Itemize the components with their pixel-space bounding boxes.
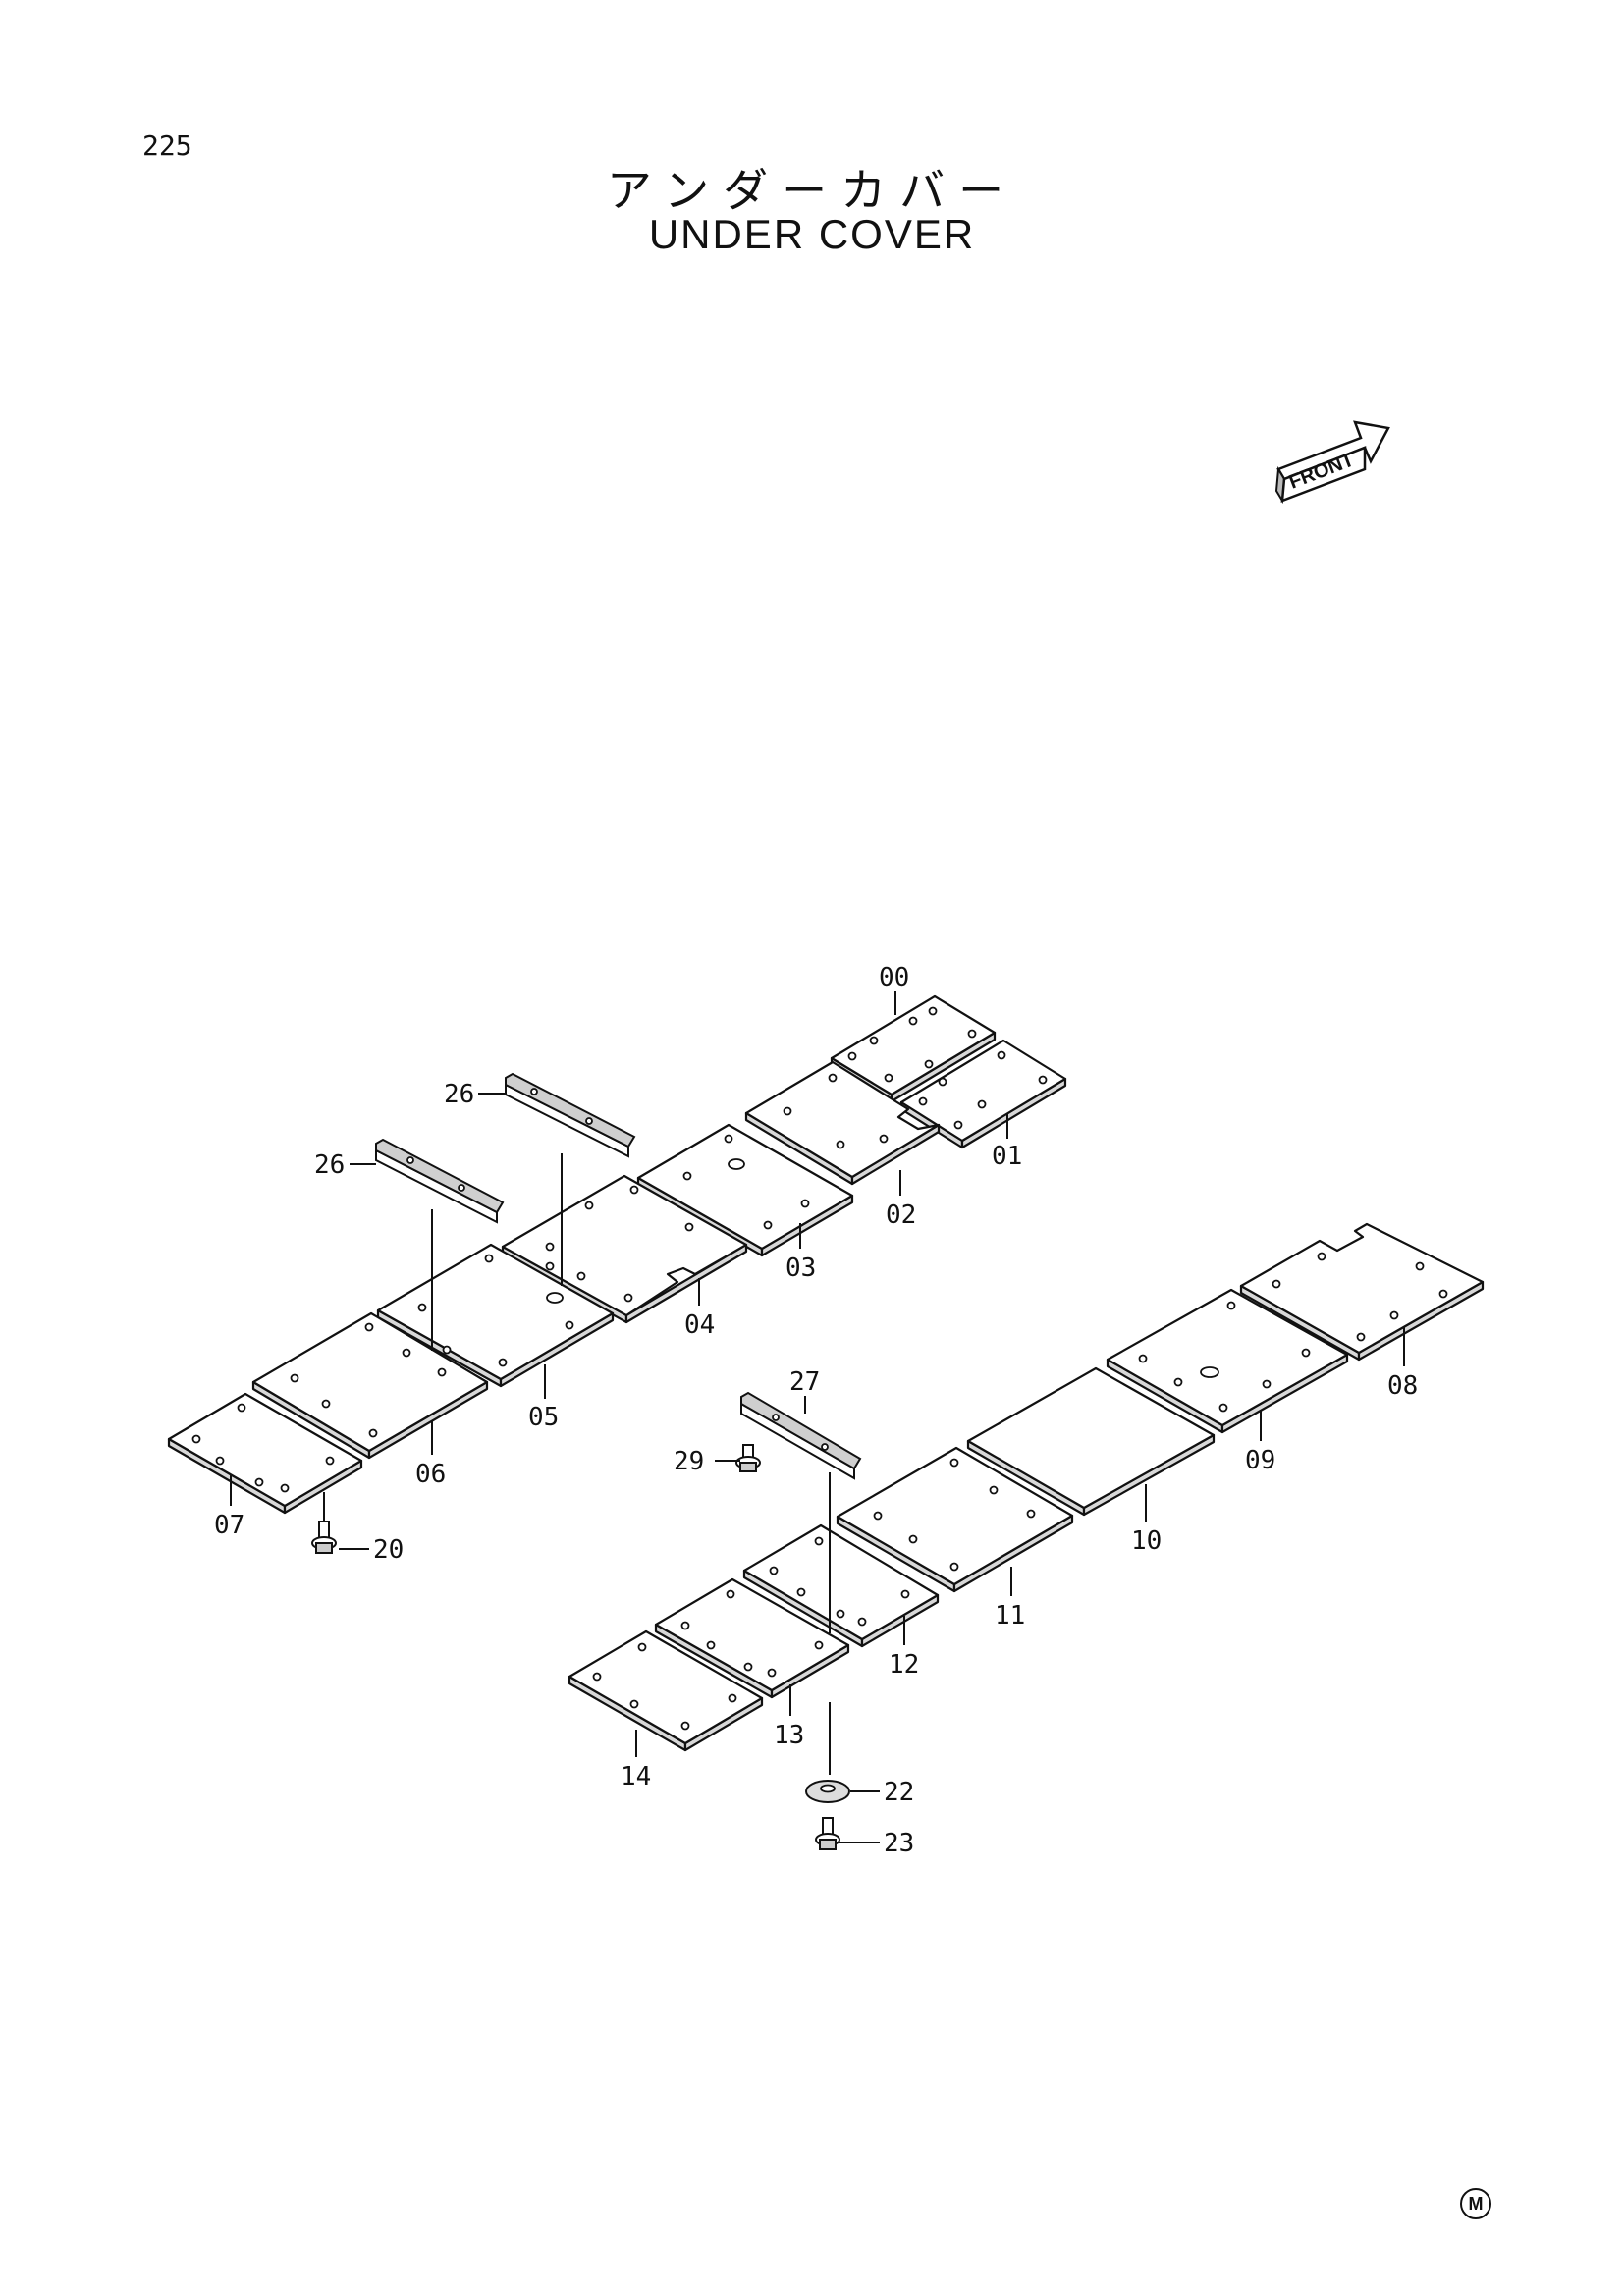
- callout-09: 09: [1245, 1446, 1275, 1475]
- bolt-20-icon: [311, 1492, 337, 1554]
- callout-26-lower: 26: [314, 1150, 345, 1180]
- plate-13: [654, 1577, 850, 1699]
- rail-26-lower: [375, 1138, 505, 1224]
- callout-06: 06: [415, 1460, 446, 1489]
- callout-03: 03: [785, 1254, 816, 1283]
- callout-02: 02: [886, 1201, 916, 1230]
- callout-07: 07: [214, 1511, 244, 1540]
- plate-03: [636, 1123, 854, 1257]
- bolt-29-icon: [735, 1444, 761, 1472]
- rail-26-upper: [505, 1072, 636, 1158]
- bolt-23-icon: [815, 1817, 840, 1850]
- rail-27: [740, 1391, 862, 1480]
- callout-12: 12: [889, 1650, 919, 1680]
- plate-08: [1239, 1222, 1485, 1362]
- footer-m-mark: M: [1460, 2188, 1491, 2219]
- title-japanese: アンダーカバー: [606, 164, 1018, 217]
- plate-02: [744, 1060, 941, 1186]
- plate-05: [376, 1243, 615, 1388]
- plate-10: [966, 1366, 1216, 1517]
- plate-00: [830, 994, 997, 1103]
- callout-22: 22: [884, 1778, 914, 1807]
- plate-12: [742, 1523, 940, 1648]
- plate-07: [167, 1392, 363, 1515]
- plate-14: [568, 1629, 764, 1752]
- plate-11: [836, 1446, 1074, 1593]
- callout-13: 13: [774, 1721, 804, 1750]
- title-english: UNDER COVER: [648, 211, 976, 257]
- callout-14: 14: [621, 1762, 651, 1791]
- callout-11: 11: [995, 1601, 1025, 1630]
- callout-00: 00: [879, 963, 909, 992]
- front-arrow-icon: FRONT: [1274, 420, 1390, 505]
- callout-08: 08: [1387, 1371, 1418, 1401]
- callout-23: 23: [884, 1829, 914, 1858]
- callout-05: 05: [528, 1403, 559, 1432]
- plate-01: [899, 1039, 1067, 1149]
- plate-06: [251, 1311, 489, 1460]
- washer-22-icon: [805, 1780, 850, 1803]
- callout-29: 29: [674, 1447, 704, 1476]
- callout-26-upper: 26: [444, 1080, 474, 1109]
- callout-10: 10: [1131, 1526, 1162, 1556]
- callout-27: 27: [789, 1367, 820, 1397]
- callout-20: 20: [373, 1535, 404, 1565]
- page-number: 225: [142, 130, 192, 162]
- callout-01: 01: [992, 1142, 1022, 1171]
- plate-09: [1106, 1288, 1349, 1434]
- callout-04: 04: [684, 1310, 715, 1340]
